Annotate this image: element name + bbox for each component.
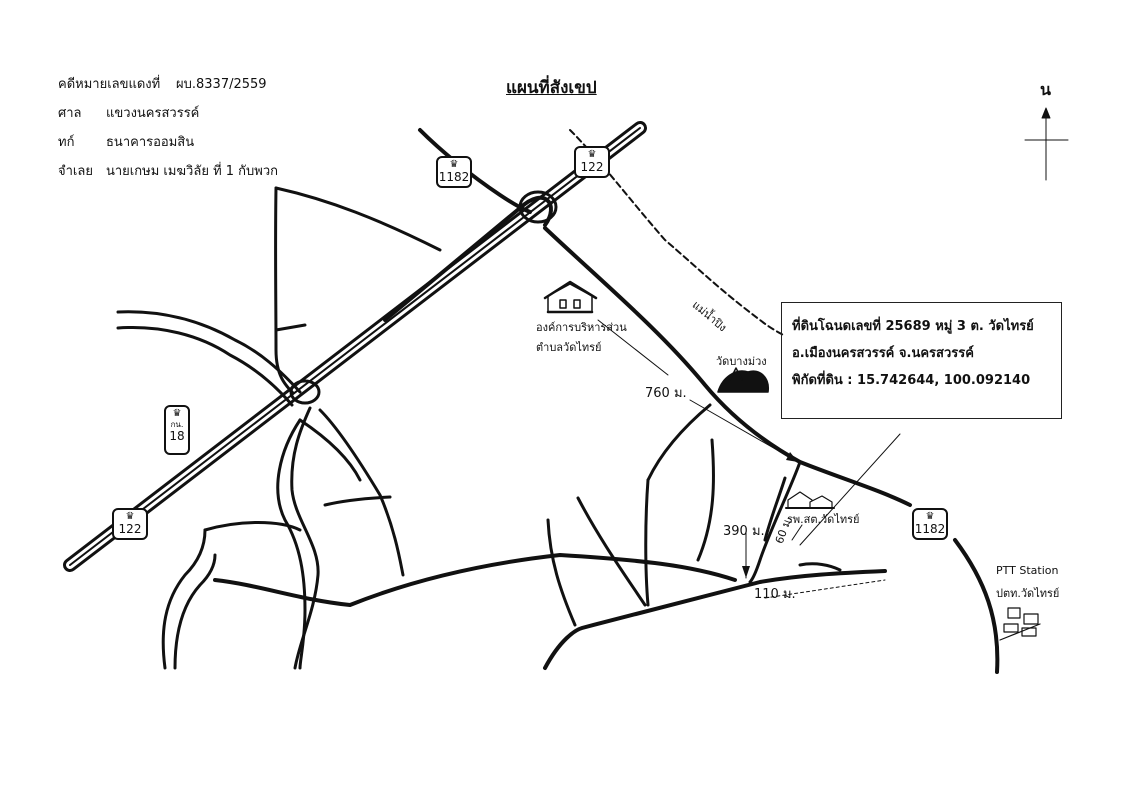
ptt-station-icon <box>999 607 1041 641</box>
garuda-icon: ♛ <box>172 408 182 419</box>
north-label: น <box>1040 80 1051 99</box>
rural-road-shield: ♛ กน. 18 <box>164 405 190 455</box>
property-district-line: อ.เมืองนครสวรรค์ จ.นครสวรรค์ <box>792 346 974 361</box>
river-line <box>569 129 786 337</box>
route-shield-1182-east: ♛ 1182 <box>912 508 948 540</box>
garuda-icon: ♛ <box>125 511 135 522</box>
sao-building-icon <box>543 280 598 314</box>
distance-760: 760 ม. <box>645 386 687 401</box>
creditor-label: ทก์ <box>58 135 75 150</box>
distance-110: 110 ม. <box>754 587 796 602</box>
court-label: ศาล <box>58 106 82 121</box>
court-value: แขวงนครสวรรค์ <box>106 106 200 121</box>
temple-icon <box>717 367 769 393</box>
distance-arrows <box>597 319 901 599</box>
garuda-icon: ♛ <box>449 159 459 170</box>
temple-label: วัดบางม่วง <box>716 355 767 368</box>
hospital-icon <box>785 491 835 509</box>
route-shield-122-north: ♛ 122 <box>574 146 610 178</box>
route-shield-1182-north: ♛ 1182 <box>436 156 472 188</box>
property-info-box: ที่ดินโฉนดเลขที่ 25689 หมู่ 3 ต. วัดไทรย… <box>781 302 1062 419</box>
case-value: ผบ.8337/2559 <box>176 77 267 92</box>
north-arrow <box>1024 107 1069 181</box>
distance-390: 390 ม. <box>723 524 765 539</box>
secondary-roads <box>116 186 842 670</box>
debtor-label: จำเลย <box>58 164 93 179</box>
route-shield-122-south: ♛ 122 <box>112 508 148 540</box>
map-title: แผนที่สังเขป <box>506 78 597 98</box>
case-info: คดีหมายเลขแดงที่ ผบ.8337/2559 ศาล แขวงนค… <box>58 70 278 186</box>
creditor-value: ธนาคารออมสิน <box>106 135 195 150</box>
case-label: คดีหมายเลขแดงที่ <box>58 77 161 92</box>
property-coordinates-line: พิกัดที่ดิน : 15.742644, 100.092140 <box>792 373 1031 388</box>
ptt-label-en: PTT Station <box>996 564 1059 577</box>
main-roads <box>213 128 1000 674</box>
property-deed-line: ที่ดินโฉนดเลขที่ 25689 หมู่ 3 ต. วัดไทรย… <box>792 319 1034 334</box>
hospital-label: รพ.สต.วัดไทรย์ <box>787 513 860 526</box>
garuda-icon: ♛ <box>587 149 597 160</box>
debtor-value: นายเกษม เมฆวิลัย ที่ 1 กับพวก <box>106 164 279 179</box>
garuda-icon: ♛ <box>925 511 935 522</box>
sao-label: องค์การบริหารส่วนตำบลวัดไทรย์ <box>536 321 627 354</box>
ptt-label-th: ปตท.วัดไทรย์ <box>996 587 1060 600</box>
